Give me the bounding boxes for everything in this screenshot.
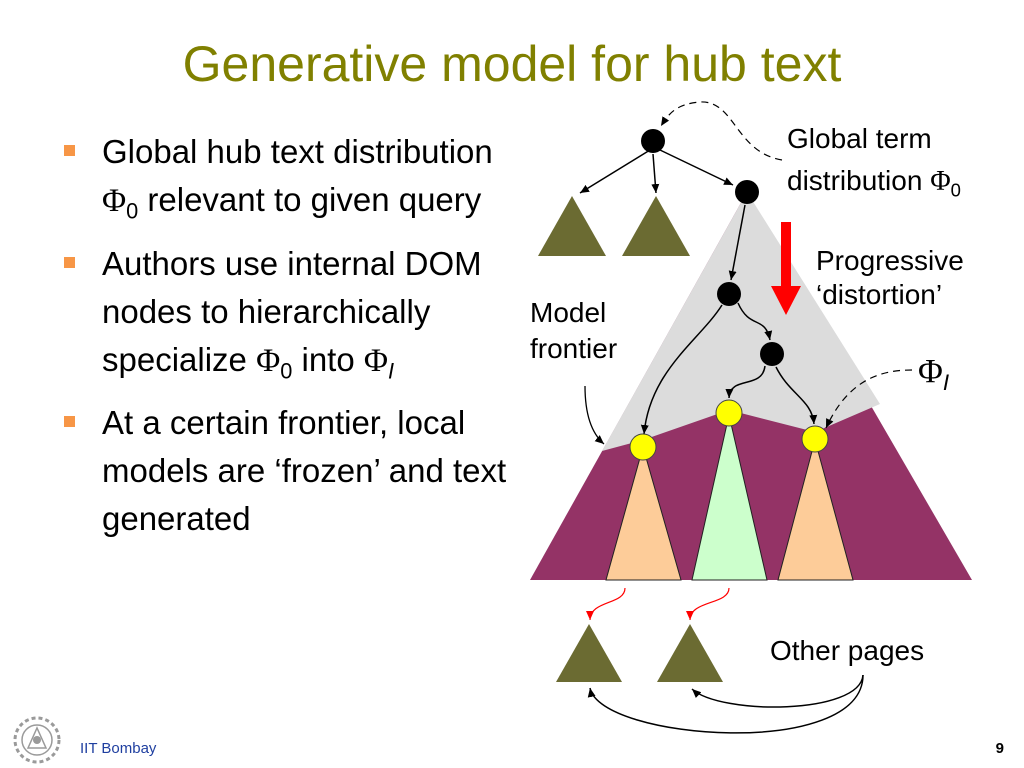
slide-title: Generative model for hub text bbox=[182, 36, 842, 92]
progressive-line1: Progressive bbox=[816, 245, 964, 276]
bullet-marker bbox=[64, 256, 75, 268]
phi-symbol: Φ bbox=[930, 166, 951, 197]
link-edge bbox=[686, 587, 730, 621]
global-term-line1: Global term bbox=[787, 123, 932, 154]
subscript: 0 bbox=[280, 358, 293, 384]
bullet-text: into bbox=[292, 340, 364, 378]
tree-edge bbox=[640, 304, 723, 435]
other-pages-pointer bbox=[587, 674, 864, 734]
other-page-triangle bbox=[556, 624, 622, 682]
iit-bombay-logo-icon bbox=[13, 716, 61, 764]
bullet-text: Global hub text distribution bbox=[102, 133, 493, 170]
bullet-list: Global hub text distribution Φ0 relevant… bbox=[62, 128, 522, 547]
progressive-distortion-label: Progressive ‘distortion’ bbox=[816, 240, 964, 316]
bullet-marker bbox=[64, 416, 75, 428]
phi-symbol: Φ bbox=[102, 183, 127, 219]
bullet-marker bbox=[64, 145, 75, 156]
bullet-text: Authors use internal DOM nodes to hierar… bbox=[102, 244, 482, 378]
tree-node bbox=[717, 282, 741, 306]
page-number: 9 bbox=[995, 740, 1004, 757]
link-edge bbox=[586, 587, 626, 621]
tree-edge bbox=[651, 153, 660, 194]
global-term-pointer bbox=[660, 101, 783, 161]
subscript: 0 bbox=[126, 198, 139, 224]
bullet-item: At a certain frontier, local models are … bbox=[62, 399, 522, 543]
other-page-triangle bbox=[657, 624, 723, 682]
subscript: I bbox=[942, 369, 950, 395]
frontier-node bbox=[715, 399, 743, 427]
frozen-model-triangle bbox=[691, 414, 768, 581]
bullet-text: relevant to given query bbox=[138, 181, 482, 218]
distortion-arrow-head bbox=[771, 286, 801, 315]
bullet-item: Global hub text distribution Φ0 relevant… bbox=[62, 128, 522, 236]
global-term-line2: distribution Φ0 bbox=[787, 160, 961, 212]
tree-node bbox=[735, 180, 759, 204]
tree-edge bbox=[775, 366, 818, 425]
phi-symbol: Φ bbox=[256, 342, 281, 379]
frontier-node bbox=[629, 433, 657, 461]
root-node bbox=[641, 129, 665, 153]
tree-edge bbox=[579, 149, 651, 194]
tree-edge bbox=[737, 302, 773, 341]
global-term-label: Global term distribution Φ0 bbox=[787, 118, 961, 212]
frozen-model-triangle bbox=[777, 438, 854, 581]
progressive-line2: ‘distortion’ bbox=[816, 279, 943, 310]
model-frontier-label: Model frontier bbox=[530, 292, 617, 370]
tree-edge bbox=[728, 204, 746, 281]
subscript: 0 bbox=[950, 179, 961, 201]
model-line2: frontier bbox=[530, 333, 618, 364]
global-term-text: distribution bbox=[787, 165, 931, 196]
subtree-triangle bbox=[622, 196, 690, 256]
other-pages-pointer bbox=[691, 674, 864, 708]
subtree-triangle bbox=[538, 196, 606, 256]
frozen-model-triangle bbox=[605, 445, 682, 581]
subscript: I bbox=[387, 358, 395, 384]
footer-institution: IIT Bombay bbox=[80, 740, 157, 757]
tree-edge bbox=[659, 149, 734, 186]
tree-edge bbox=[725, 365, 766, 399]
phi-i-pointer bbox=[825, 369, 913, 429]
bullet-item: Authors use internal DOM nodes to hierar… bbox=[62, 240, 522, 396]
model-line1: Model bbox=[530, 297, 607, 328]
phi-symbol: Φ bbox=[918, 353, 943, 390]
other-pages-label: Other pages bbox=[770, 635, 925, 666]
phi-symbol: Φ bbox=[363, 342, 388, 379]
model-frontier-pointer bbox=[584, 385, 605, 445]
phi-i-label: ΦI bbox=[918, 350, 949, 404]
bullet-text: At a certain frontier, local models are … bbox=[102, 404, 507, 538]
tree-node bbox=[760, 342, 784, 366]
distortion-arrow-shaft bbox=[781, 222, 791, 288]
distortion-region bbox=[602, 192, 880, 451]
frontier-node bbox=[801, 425, 829, 453]
